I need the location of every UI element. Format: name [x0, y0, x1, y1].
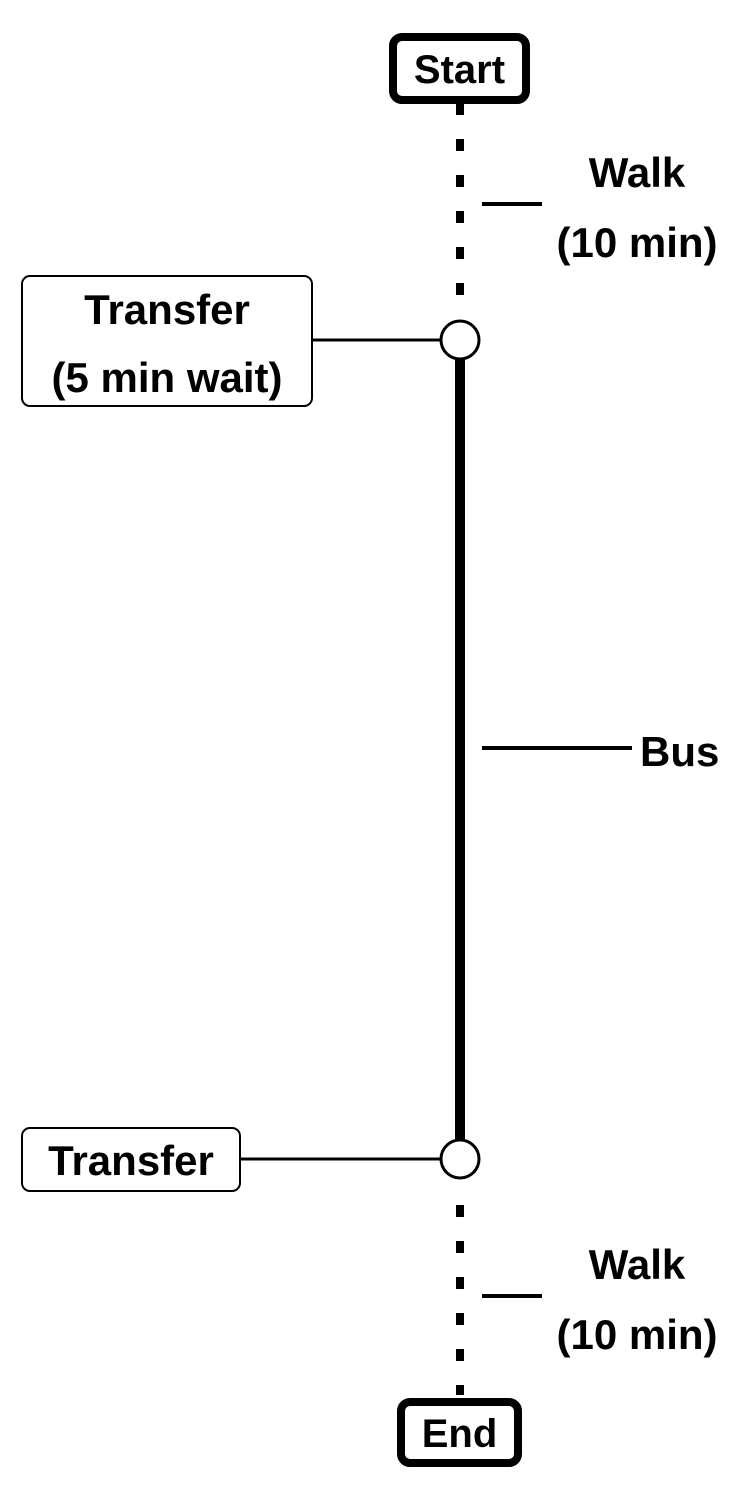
walk-1-duration: (10 min) [556, 219, 717, 266]
end-label: End [422, 1412, 498, 1456]
start-label: Start [414, 48, 505, 92]
transfer-1-box: Transfer (5 min wait) [21, 275, 313, 407]
end-node: End [397, 1398, 522, 1467]
transfer-2-node [439, 1138, 481, 1180]
transfer-1-label: Transfer [84, 286, 250, 333]
transfer-1-node [439, 319, 481, 361]
start-node: Start [389, 33, 530, 104]
bus-label: Bus [640, 728, 719, 775]
walk-2-label: Walk [589, 1241, 686, 1288]
transfer-2-label: Transfer [48, 1137, 214, 1184]
walk-2-duration: (10 min) [556, 1311, 717, 1358]
walk-1-label: Walk [589, 149, 686, 196]
transfer-1-wait: (5 min wait) [51, 354, 282, 401]
transfer-2-box: Transfer [21, 1127, 241, 1192]
